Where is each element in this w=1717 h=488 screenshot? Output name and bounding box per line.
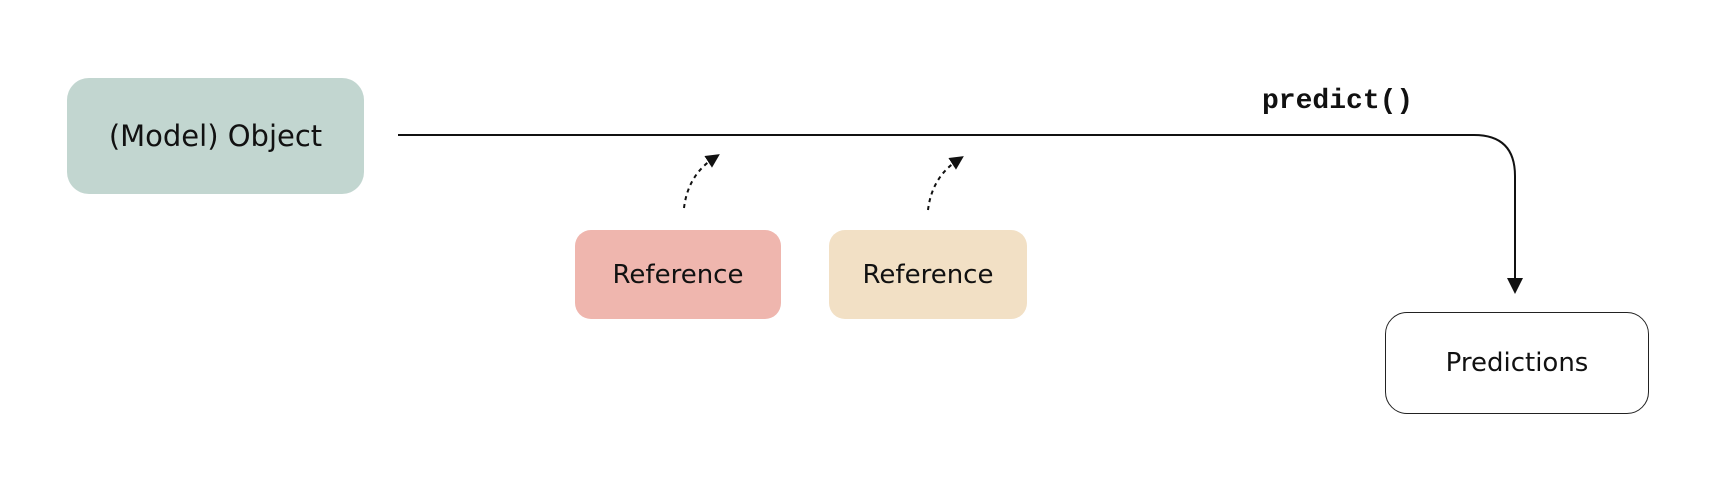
- reference-1-label: Reference: [612, 259, 744, 290]
- reference-node-2: Reference: [829, 230, 1027, 319]
- model-object-node: (Model) Object: [67, 78, 364, 194]
- reference-node-1: Reference: [575, 230, 781, 319]
- reference-2-dotted-arrow: [927, 156, 964, 211]
- predictions-node: Predictions: [1385, 312, 1649, 414]
- model-object-label: (Model) Object: [108, 119, 323, 153]
- predict-method-label: predict(): [1262, 86, 1414, 117]
- reference-1-dotted-arrow: [683, 154, 720, 209]
- predictions-label: Predictions: [1445, 348, 1589, 378]
- reference-2-label: Reference: [862, 259, 994, 290]
- predict-arrow: [398, 134, 1523, 294]
